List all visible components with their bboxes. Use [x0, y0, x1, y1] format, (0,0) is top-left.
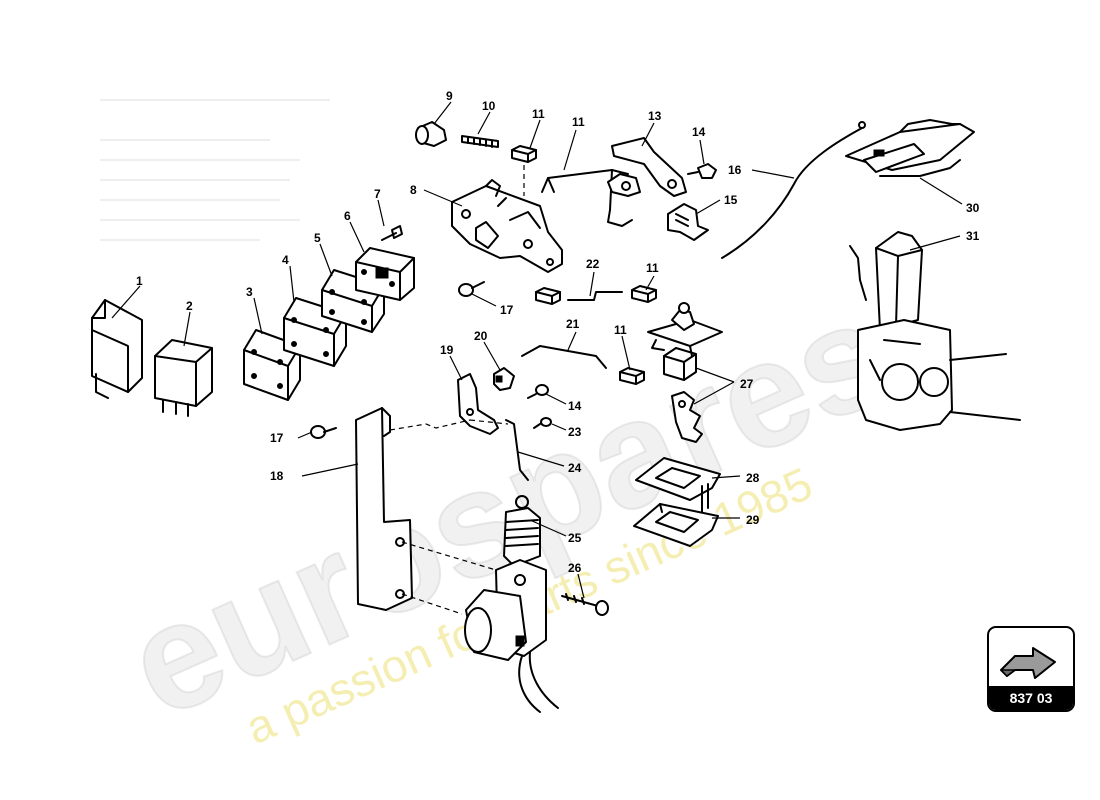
callout-4: 4: [282, 253, 289, 267]
part-16-cable: [721, 121, 866, 259]
part-18-mounting-bracket: [355, 407, 413, 611]
leader-lines: [111, 101, 963, 599]
faint-scan-lines: [100, 99, 330, 241]
callout-29: 29: [746, 513, 760, 527]
part-11-sleeve-mid: [619, 367, 645, 385]
callout-9: 9: [446, 89, 453, 103]
part-13-lever: [611, 137, 687, 197]
part-11-bracket: [541, 169, 641, 227]
callout-11-sleeve-right: 11: [646, 261, 659, 275]
callout-22: 22: [586, 257, 600, 271]
part-7-screw: [381, 225, 403, 241]
part-25-actuator: [464, 495, 559, 713]
callout-26: 26: [568, 561, 582, 575]
arrow-icon: [1000, 647, 1056, 679]
part-6-switch-block: [355, 247, 415, 301]
callout-16: 16: [728, 163, 742, 177]
callout-numbers: 1 2 3 4 5 6 7 8 9 10 11 11 11 11 13 14 1…: [136, 89, 980, 575]
part-28-gasket: [635, 457, 721, 501]
reference-box: 837 03: [987, 626, 1075, 712]
callout-17-lower: 17: [270, 431, 284, 445]
callout-28: 28: [746, 471, 760, 485]
part-21-rod: [521, 345, 607, 369]
alignment-lines: [389, 165, 525, 615]
part-22-rod: [567, 291, 623, 301]
callout-2: 2: [186, 299, 193, 313]
callout-11-sleeve-top: 11: [532, 107, 545, 121]
part-2-relay: [154, 339, 213, 417]
part-26-bolt: [561, 593, 609, 616]
part-24-rod: [505, 419, 529, 481]
part-9-pin: [415, 121, 447, 147]
callout-23: 23: [568, 425, 582, 439]
watermark: eurospares a passion for parts since 198…: [104, 266, 913, 754]
reference-code: 837 03: [989, 686, 1073, 710]
callout-8: 8: [410, 183, 417, 197]
callout-18: 18: [270, 469, 284, 483]
part-19-lever: [457, 373, 499, 435]
callout-13: 13: [648, 109, 662, 123]
part-1-relay-bracket: [91, 299, 143, 399]
part-31-lock-mechanism: [849, 231, 1021, 431]
part-23-nut: [533, 417, 552, 429]
callout-11-sleeve-mid: 11: [614, 323, 627, 337]
callout-10: 10: [482, 99, 496, 113]
callout-6: 6: [344, 209, 351, 223]
part-11-sleeve-right: [631, 285, 657, 303]
callout-3: 3: [246, 285, 253, 299]
part-14-nut-mid: [527, 384, 549, 399]
callout-19: 19: [440, 343, 454, 357]
callout-31: 31: [966, 229, 980, 243]
part-27-key: [671, 391, 703, 443]
part-29-gasket-plate: [633, 483, 719, 547]
part-8-latch: [451, 179, 563, 273]
part-15-clip: [667, 203, 709, 241]
callout-15: 15: [724, 193, 738, 207]
callout-30: 30: [966, 201, 980, 215]
callout-14-top: 14: [692, 125, 706, 139]
callout-17-upper: 17: [500, 303, 514, 317]
part-27-switch-upper: [647, 302, 723, 381]
part-17-screw-upper: [458, 281, 485, 297]
callout-21: 21: [566, 317, 580, 331]
callout-27: 27: [740, 377, 754, 391]
part-14-knob-top: [687, 163, 717, 179]
callout-14-mid: 14: [568, 399, 582, 413]
part-30-handle: [845, 119, 975, 177]
callout-24: 24: [568, 461, 582, 475]
part-10-rod: [461, 135, 499, 148]
callout-11-bracket: 11: [572, 115, 585, 129]
part-11-sleeve-left: [535, 287, 561, 305]
callout-5: 5: [314, 231, 321, 245]
part-20-clip: [493, 367, 515, 391]
part-11-sleeve-top: [511, 145, 537, 163]
callout-1: 1: [136, 274, 143, 288]
callout-20: 20: [474, 329, 488, 343]
part-17-screw-lower: [310, 425, 337, 439]
callout-7: 7: [374, 187, 381, 201]
callout-25: 25: [568, 531, 582, 545]
